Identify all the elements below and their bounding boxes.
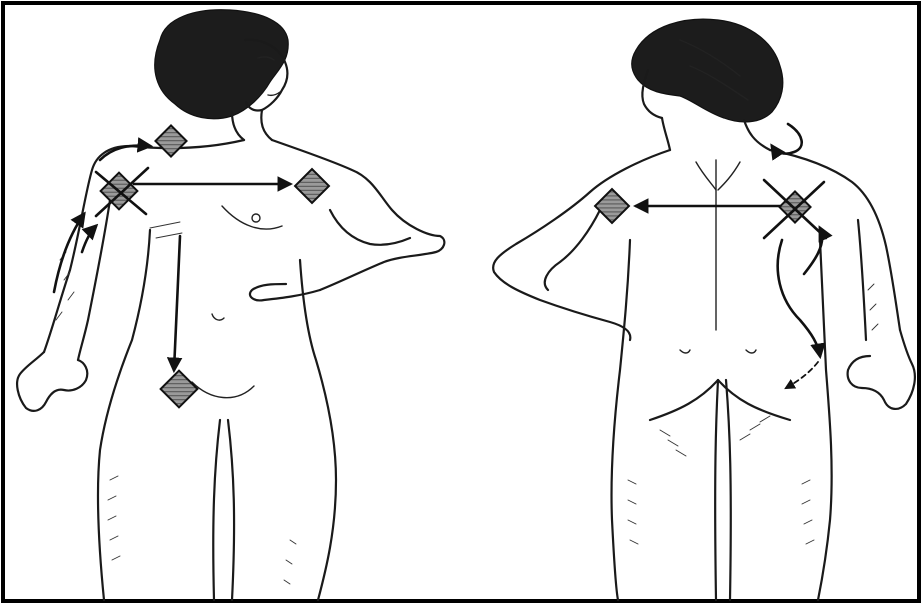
pad-front-shoulder-top	[155, 125, 186, 156]
front-hair	[155, 10, 288, 119]
front-figure	[17, 10, 444, 600]
back-figure	[493, 19, 915, 600]
pad-back-upper-arm	[595, 189, 629, 223]
back-hair	[632, 19, 783, 122]
arrow-front-arm-up-2	[82, 226, 96, 252]
arrow-back-side-curve	[778, 240, 820, 356]
pad-front-groin	[161, 371, 198, 408]
back-shoulder-x	[764, 180, 826, 238]
arrow-back-neck-curve	[772, 124, 802, 154]
arrow-back-lower-dashed	[786, 362, 818, 388]
pad-front-chest	[295, 169, 329, 203]
arrow-back-arm-curve	[804, 228, 822, 274]
arrow-front-down-to-groin	[174, 236, 180, 370]
